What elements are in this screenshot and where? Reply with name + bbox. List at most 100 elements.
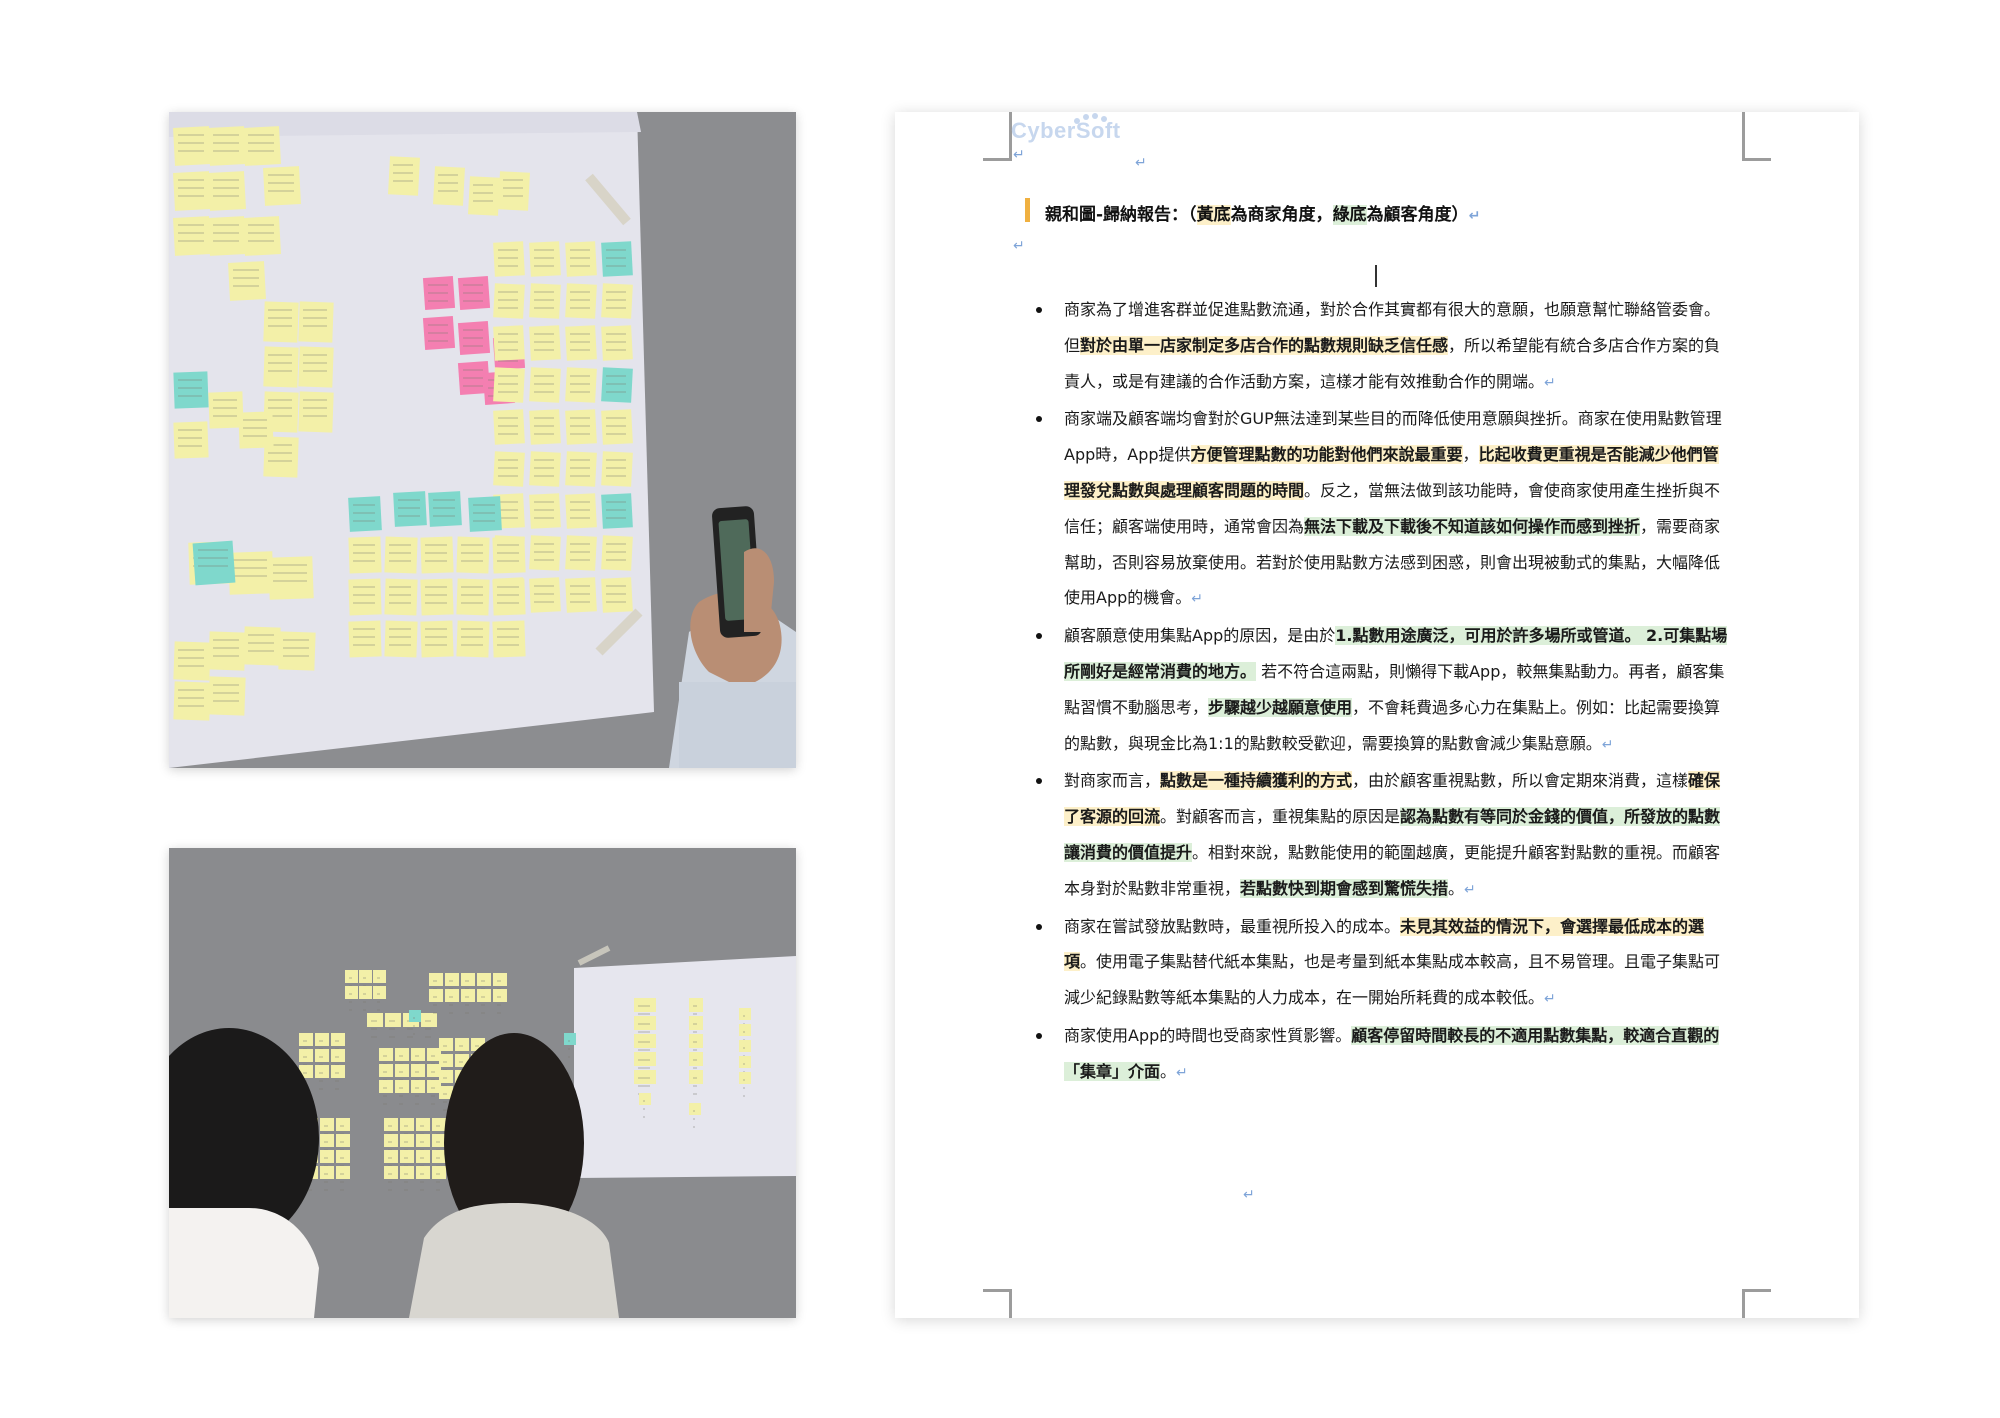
finding-item: 對商家而言，點數是一種持續獲利的方式，由於顧客重視點數，所以會定期來消費，這樣確…: [1032, 763, 1732, 908]
sticky-note: [278, 631, 316, 671]
customer-highlight: 無法下載及下載後不知道該如何操作而感到挫折: [1304, 516, 1641, 536]
finding-text: ，需要商家幫助，否則容易放棄使用。若對於使用點數方法感到困惑，則會出現被動式的集…: [1064, 516, 1721, 608]
sticky-note: [348, 578, 382, 616]
sticky-note: [299, 1033, 313, 1046]
sticky-note: [298, 391, 334, 433]
sticky-note: [432, 1118, 446, 1131]
sticky-note: [263, 166, 301, 206]
sticky-note: [689, 1103, 701, 1115]
paragraph-mark: ↵: [1191, 591, 1203, 608]
paragraph-mark: ↵: [1544, 991, 1556, 1008]
sticky-note: [384, 536, 418, 574]
sticky-note: [400, 1118, 414, 1131]
paragraph-mark: ↵: [1176, 1064, 1188, 1081]
document-page: CyberSoft ↵ ↵ ↵ 親和圖-歸納報告：（黃底為商家角度，綠底為顧客角…: [895, 112, 1859, 1318]
sticky-note: [493, 409, 525, 445]
finding-text: ，: [1462, 445, 1479, 465]
sticky-note: [348, 496, 382, 532]
sticky-note: [400, 1134, 414, 1147]
sticky-note: [173, 641, 211, 681]
sticky-note: [345, 986, 358, 999]
sticky-note: [439, 1086, 453, 1099]
sticky-note: [173, 216, 211, 256]
sticky-note: [468, 176, 500, 216]
sticky-note: [331, 1033, 345, 1046]
sticky-note: [395, 1080, 409, 1093]
sticky-note: [477, 989, 491, 1002]
sticky-note: [336, 1134, 350, 1147]
sticky-note: [331, 1065, 345, 1078]
sticky-note: [208, 216, 246, 256]
title-mid-1: 為商家角度，: [1230, 205, 1333, 225]
sticky-note: [427, 1064, 441, 1077]
sticky-note: [388, 156, 420, 196]
margin-corner-bottom-left: [983, 1289, 1012, 1318]
finding-text: 商家為了增進客群並促進點數流通，對於合作其實都有很大的意願，也願意幫忙聯絡管委會…: [1064, 300, 1721, 355]
sticky-note: [315, 1065, 329, 1078]
sticky-note: [429, 973, 443, 986]
sticky-note: [208, 391, 244, 429]
sticky-note: [243, 626, 281, 666]
sticky-note: [228, 261, 266, 301]
sticky-note: [493, 973, 507, 986]
sticky-note: [432, 1166, 446, 1179]
paragraph-mark: ↵: [1243, 1187, 1255, 1203]
sticky-note: [601, 493, 633, 529]
sticky-note: [263, 301, 299, 343]
finding-text: 。反之，當無法做到該功能時，會使商家使用產生挫折與不信任；顧客端使用時，通常會因…: [1064, 480, 1721, 536]
sticky-note: [331, 1049, 345, 1062]
margin-corner-bottom-right: [1742, 1289, 1771, 1318]
sticky-note: [432, 1150, 446, 1163]
sticky-note: [493, 367, 525, 403]
sticky-note: [298, 346, 334, 388]
sticky-note: [529, 283, 561, 319]
sticky-note: [439, 1054, 453, 1067]
sticky-note: [416, 1134, 430, 1147]
sticky-note: [373, 970, 386, 983]
sticky-note: [439, 1070, 453, 1083]
sticky-note: [320, 1166, 334, 1179]
sticky-note: [393, 491, 427, 527]
sticky-note: [336, 1166, 350, 1179]
sticky-note: [739, 1040, 751, 1052]
sticky-note: [336, 1118, 350, 1131]
sticky-note: [336, 1150, 350, 1163]
finding-text: 若不符合這兩點，則懶得下載App，較無集點動力。再者，顧客集點習慣不動腦思考，: [1064, 661, 1725, 717]
sticky-note: [565, 283, 597, 319]
customer-highlight: 步驟越少越願意使用: [1208, 697, 1353, 717]
sticky-note: [320, 1134, 334, 1147]
sticky-note: [565, 451, 597, 487]
finding-text: 。對顧客而言，重視集點的原因是: [1160, 807, 1401, 827]
sticky-note: [739, 1008, 751, 1020]
sticky-note: [529, 367, 561, 403]
sticky-note: [445, 973, 459, 986]
finding-text: 商家在嘗試發放點數時，最重視所投入的成本。: [1064, 916, 1401, 936]
sticky-note: [384, 1134, 398, 1147]
finding-item: 商家端及顧客端均會對於GUP無法達到某些目的而降低使用意願與挫折。商家在使用點數…: [1032, 401, 1732, 618]
sticky-note: [385, 1013, 401, 1027]
sticky-note: [601, 409, 633, 445]
finding-item: 顧客願意使用集點App的原因，是由於1.點數用途廣泛，可用於許多場所或管道。 2…: [1032, 618, 1732, 763]
merchant-highlight: 對於由單一店家制定多店合作的點數規則缺乏信任感: [1080, 335, 1449, 355]
sticky-note: [268, 556, 314, 600]
sticky-note: [315, 1049, 329, 1062]
paragraph-mark: ↵: [1468, 208, 1481, 224]
sticky-note: [689, 1016, 703, 1030]
sticky-note: [433, 166, 465, 206]
sticky-note: [639, 1093, 651, 1105]
merchant-highlight: 點數是一種持續獲利的方式: [1160, 771, 1353, 791]
sticky-note: [565, 241, 597, 277]
sticky-note: [445, 989, 459, 1002]
sticky-note: [416, 1150, 430, 1163]
finding-text: 。使用電子集點替代紙本集點，也是考量到紙本集點成本較高，且不易管理。且電子集點可…: [1064, 952, 1721, 1008]
sticky-note: [348, 536, 382, 574]
sticky-note: [173, 371, 209, 409]
sticky-note: [384, 578, 418, 616]
sticky-note: [359, 970, 372, 983]
sticky-note: [601, 325, 633, 361]
sticky-note: [439, 1038, 453, 1051]
sticky-note: [529, 535, 561, 571]
sticky-note: [228, 551, 274, 595]
sticky-note: [173, 681, 211, 721]
sticky-note: [409, 1010, 421, 1022]
